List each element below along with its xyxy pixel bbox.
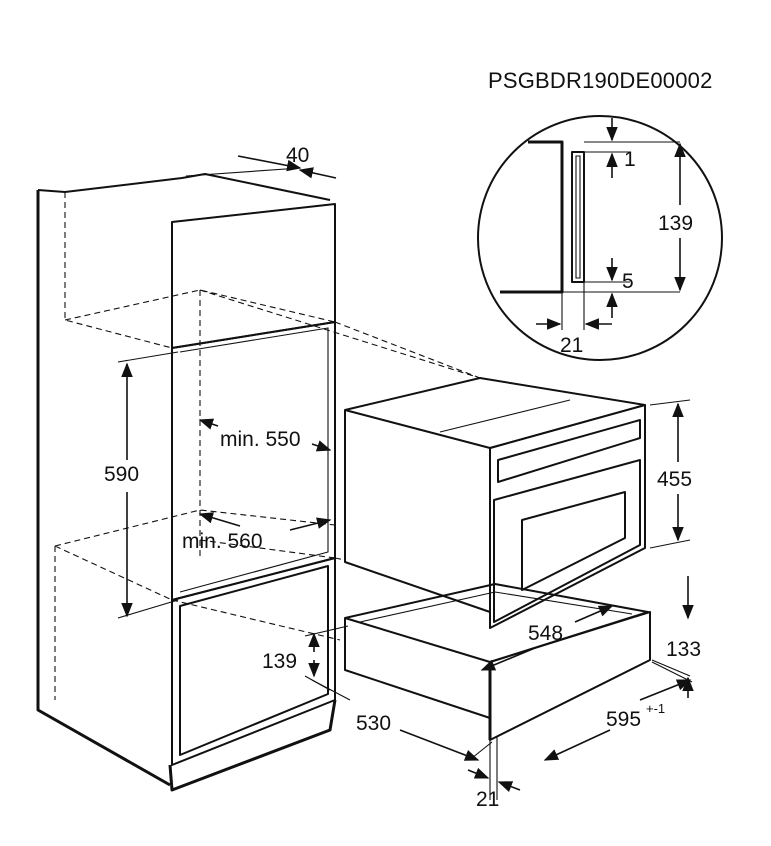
drawer-side — [344, 618, 491, 719]
dim-min-depth: min. 550 — [198, 418, 332, 452]
dim-label-133: 133 — [666, 638, 701, 661]
dim-min-width: min. 560 — [182, 512, 332, 553]
dim-overall-width: 595 +-1 — [543, 661, 693, 761]
detail-circle-outline — [477, 115, 723, 361]
cabinet-lower-front — [171, 557, 336, 766]
document-code: PSGBDR190DE00002 — [488, 68, 713, 93]
detail-label-21: 21 — [560, 334, 583, 357]
tall-cabinet — [36, 173, 481, 792]
dim-label-min-560: min. 560 — [182, 530, 263, 553]
detail-label-1: 1 — [624, 148, 636, 171]
dim-label-tolerance: +-1 — [646, 701, 665, 716]
oven-side — [344, 410, 491, 613]
oven-door — [493, 459, 641, 623]
drawer-top — [344, 583, 649, 663]
dim-label-139-left: 139 — [262, 650, 297, 673]
dim-front-offset: 21 — [467, 736, 521, 811]
oven-unit — [344, 377, 646, 629]
dim-label-21-bottom: 21 — [476, 788, 499, 811]
cabinet-top — [37, 173, 331, 201]
dim-oven-height: 455 — [649, 399, 692, 549]
detail-label-5: 5 — [622, 270, 634, 293]
dim-label-455: 455 — [657, 468, 692, 491]
dim-label-40: 40 — [286, 144, 309, 167]
warming-drawer — [344, 583, 651, 741]
oven-top — [344, 377, 646, 449]
detail-circle: 1 139 5 21 — [477, 115, 723, 361]
cabinet-niche-frame — [171, 321, 336, 601]
dim-oven-width-inner: 548 — [480, 605, 614, 671]
dim-depth-530: 530 — [311, 679, 493, 761]
dim-label-595: 595 — [606, 708, 641, 731]
dim-label-min-550: min. 550 — [220, 428, 301, 451]
dim-label-590: 590 — [104, 463, 139, 486]
dim-top-gap: 40 — [185, 144, 337, 179]
dim-label-548: 548 — [528, 622, 563, 645]
dim-drawer-height: 133 — [651, 576, 701, 698]
cabinet-left-side — [36, 190, 171, 787]
oven-front — [489, 404, 646, 629]
dim-niche-height: 590 — [104, 351, 179, 619]
detail-label-139: 139 — [658, 212, 693, 235]
dim-label-530: 530 — [356, 712, 391, 735]
